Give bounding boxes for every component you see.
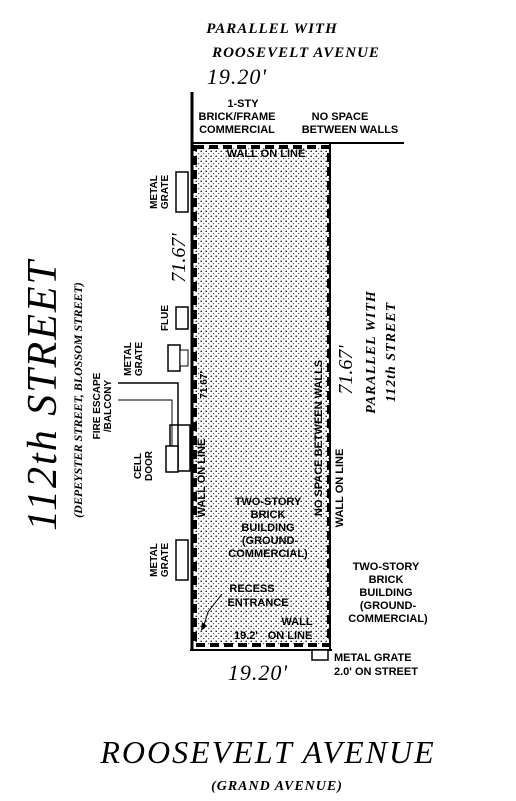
metal-grate-upper-line1: METAL xyxy=(149,175,160,209)
metal-grate-lower-line1: METAL xyxy=(149,543,160,577)
left-wall-label: WALL ON LINE xyxy=(196,439,208,518)
right-wall-no-space-label: NO SPACE BETWEEN WALLS xyxy=(313,360,325,516)
recess-leader xyxy=(203,593,223,626)
metal-grate-mid-line1: METAL xyxy=(123,342,134,376)
east-neighbor-line2: BRICK xyxy=(369,574,404,586)
east-neighbor-line5: COMMERCIAL) xyxy=(348,613,428,625)
north-neighbor-line2: BRICK/FRAME xyxy=(199,111,276,123)
top-street-label: ROOSEVELT AVENUE xyxy=(211,45,380,61)
building-line2: BRICK xyxy=(251,509,286,521)
fire-escape-line1: FIRE ESCAPE xyxy=(92,372,103,439)
east-neighbor-label: TWO-STORY BRICK BUILDING (GROUND- COMMER… xyxy=(348,561,428,625)
flue xyxy=(175,306,189,330)
metal-grate-mid-inner xyxy=(179,349,189,367)
inner-depth-dimension: 71.67' xyxy=(199,371,210,398)
street-metal-grate xyxy=(311,649,329,661)
right-parallel-line2: 112th STREET xyxy=(384,301,399,402)
top-wall-label: WALL ON LINE xyxy=(227,148,306,160)
fire-escape-leader-1 xyxy=(118,382,179,468)
north-neighbor-line3: COMMERCIAL xyxy=(199,124,275,136)
top-frontage-dimension: 19.20' xyxy=(207,64,267,89)
cell-door-line1: CELL xyxy=(133,453,144,479)
bottom-frontage-dimension: 19.20' xyxy=(228,660,288,685)
north-no-space-line2: BETWEEN WALLS xyxy=(302,124,399,136)
building-label: TWO-STORY BRICK BUILDING (GROUND- COMMER… xyxy=(228,496,308,560)
recess-line2: ENTRANCE xyxy=(227,597,288,609)
bottom-street-label: ROOSEVELT AVENUE xyxy=(99,734,435,770)
east-neighbor-line3: BUILDING xyxy=(359,587,412,599)
metal-grate-lower xyxy=(175,539,189,581)
right-wall-on-line-label: WALL ON LINE xyxy=(334,449,346,528)
right-parallel-line1: PARALLEL WITH xyxy=(364,290,379,414)
right-depth-dimension: 71.67' xyxy=(335,345,357,395)
top-parallel-label: PARALLEL WITH xyxy=(206,21,338,37)
north-neighbor-line1: 1-STY xyxy=(227,98,259,110)
flue-label: FLUE xyxy=(160,305,171,331)
left-street-label: 112th STREET xyxy=(20,258,66,530)
north-no-space-line1: NO SPACE xyxy=(312,111,369,123)
building-lot xyxy=(193,145,331,647)
bottom-street-alt-label: (GRAND AVENUE) xyxy=(211,779,343,794)
cell-door-line2: DOOR xyxy=(144,450,155,481)
street-grate-line2: 2.0' ON STREET xyxy=(334,666,418,678)
street-grate-line1: METAL GRATE xyxy=(334,652,412,664)
fire-escape-line2: /BALCONY xyxy=(103,380,114,433)
building-line5: COMMERCIAL) xyxy=(228,548,308,560)
metal-grate-mid-line2: GRATE xyxy=(134,342,145,377)
east-neighbor-line1: TWO-STORY xyxy=(353,561,420,573)
building-line3: BUILDING xyxy=(241,522,294,534)
left-depth-dimension: 71.67' xyxy=(168,233,190,283)
recess-line1: RECESS xyxy=(229,583,274,595)
inner-width-dimension: 19.2' xyxy=(234,630,258,642)
metal-grate-mid xyxy=(167,344,181,372)
building-line4: (GROUND- xyxy=(242,535,299,547)
recess-arrow xyxy=(201,622,207,631)
east-neighbor-line4: (GROUND- xyxy=(360,600,417,612)
metal-grate-upper-line2: GRATE xyxy=(160,175,171,210)
bottom-wall-line1: WALL xyxy=(281,616,312,628)
left-street-alt-label: (DEPEYSTER STREET, BLOSSOM STREET) xyxy=(71,282,85,518)
metal-grate-lower-line2: GRATE xyxy=(160,543,171,578)
building-line1: TWO-STORY xyxy=(235,496,302,508)
metal-grate-upper xyxy=(175,171,189,213)
cell-door xyxy=(165,445,179,473)
bottom-wall-line2: ON LINE xyxy=(268,630,313,642)
